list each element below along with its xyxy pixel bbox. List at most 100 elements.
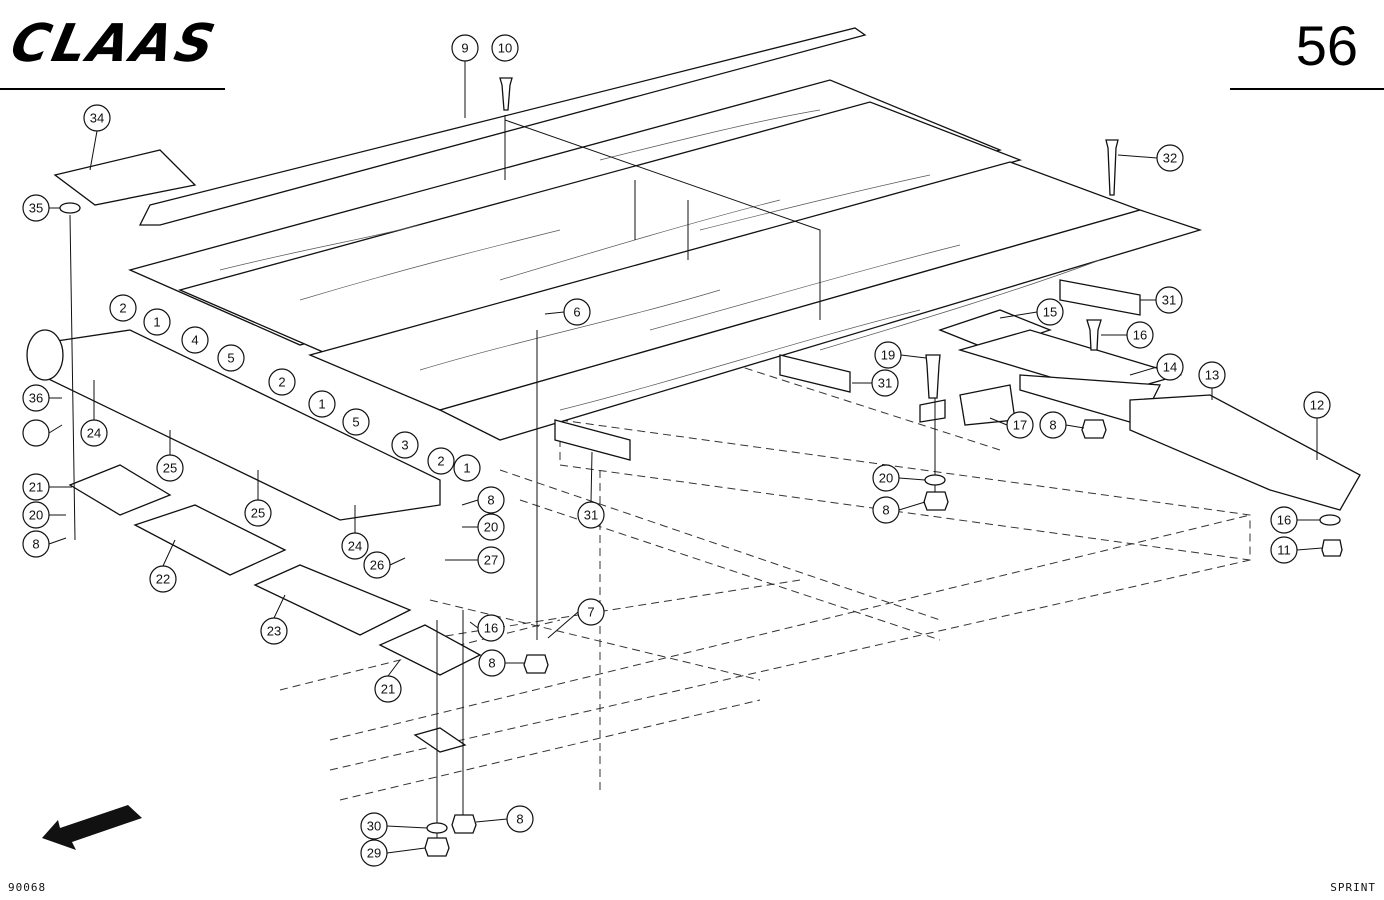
callout-21-b: 20 [22, 501, 66, 529]
header-rule-right [1230, 88, 1384, 90]
svg-text:19: 19 [881, 348, 895, 363]
svg-text:25: 25 [251, 506, 265, 521]
cover-strip-9 [138, 27, 867, 226]
callout-28: 27 [445, 546, 505, 574]
svg-text:11: 11 [1277, 543, 1291, 558]
svg-text:34: 34 [90, 111, 104, 126]
svg-text:2: 2 [278, 375, 285, 390]
left-side-brackets [26, 329, 482, 753]
callout-26-b: 25 [244, 470, 272, 527]
washer-17 [1319, 514, 1341, 526]
svg-text:8: 8 [1049, 418, 1056, 433]
plate-33 [53, 149, 197, 206]
bolt-20 [925, 354, 941, 399]
svg-text:25: 25 [163, 461, 177, 476]
svg-text:26: 26 [370, 558, 384, 573]
callout-29: 29 [360, 839, 426, 867]
callout-25-a: 24 [80, 380, 108, 447]
screw-10 [499, 77, 513, 111]
svg-text:6: 6 [573, 305, 580, 320]
bolt-16 [1086, 319, 1102, 351]
header-rule-left [0, 88, 225, 90]
screw-31 [1105, 139, 1119, 196]
beam-32-b [779, 354, 851, 393]
callout-8-b: 8 [872, 496, 926, 524]
callout-3: 3 [391, 431, 419, 459]
callout-8-e: 8 [478, 649, 524, 677]
svg-text:8: 8 [516, 812, 523, 827]
callout-1-a: 1 [143, 308, 171, 336]
nut-8-d [451, 814, 477, 834]
svg-text:1: 1 [463, 461, 470, 476]
svg-text:2: 2 [437, 454, 444, 469]
svg-text:5: 5 [227, 351, 234, 366]
beam-32-a [1059, 279, 1141, 316]
page-number: 56 [1295, 14, 1358, 77]
svg-text:9: 9 [461, 41, 468, 56]
svg-text:17: 17 [1013, 418, 1027, 433]
svg-text:13: 13 [1205, 368, 1219, 383]
svg-text:16: 16 [1277, 513, 1291, 528]
svg-text:31: 31 [878, 376, 892, 391]
chassis-frame [279, 359, 1251, 801]
svg-text:15: 15 [1043, 305, 1057, 320]
callout-1-c: 1 [453, 454, 481, 482]
svg-text:8: 8 [32, 537, 39, 552]
svg-text:35: 35 [29, 201, 43, 216]
callout-32-c: 31 [577, 451, 605, 529]
callout-27: 26 [363, 551, 406, 579]
svg-text:23: 23 [267, 624, 281, 639]
callout-13: 13 [1198, 361, 1226, 400]
svg-text:20: 20 [879, 471, 893, 486]
callout-20: 19 [874, 341, 927, 369]
svg-text:4: 4 [191, 333, 198, 348]
callout-17: 16 [1270, 506, 1320, 534]
svg-text:21: 21 [29, 480, 43, 495]
callout-33: 34 [83, 104, 111, 171]
callout-4: 4 [181, 326, 209, 354]
callout-16-b: 16 [469, 614, 505, 642]
callout-22-a: 21 [22, 473, 72, 501]
callout-25-b: 24 [341, 505, 369, 560]
svg-text:31: 31 [584, 508, 598, 523]
callout-12: 12 [1303, 391, 1331, 460]
callout-7: 7 [547, 598, 605, 639]
svg-text:30: 30 [367, 819, 381, 834]
callout-8-a: 8 [1039, 411, 1085, 439]
svg-text:32: 32 [1163, 151, 1177, 166]
callout-2-c: 2 [427, 447, 455, 475]
callout-21-c: 20 [462, 513, 505, 541]
callout-21-a: 20 [872, 464, 926, 492]
svg-text:12: 12 [1310, 398, 1324, 413]
callout-26-a: 25 [156, 430, 184, 482]
direction-arrow [42, 805, 142, 850]
floor-boards [128, 79, 1203, 441]
svg-text:14: 14 [1163, 360, 1177, 375]
callout-5-b: 5 [342, 408, 370, 436]
washer-30 [426, 822, 448, 834]
svg-text:31: 31 [1162, 293, 1176, 308]
callout-9: 9 [451, 34, 479, 118]
callout-19: 17 [989, 411, 1034, 439]
bolt-axis-left [69, 214, 76, 541]
right-side-brackets [919, 309, 1361, 511]
callout-15: 15 [999, 298, 1064, 326]
svg-text:21: 21 [381, 682, 395, 697]
svg-text:22: 22 [156, 572, 170, 587]
callout-32-b: 31 [852, 369, 899, 397]
callout-2-a: 2 [109, 294, 137, 322]
svg-text:16: 16 [484, 621, 498, 636]
svg-text:16: 16 [1133, 328, 1147, 343]
washer-21 [924, 474, 946, 486]
svg-text:36: 36 [29, 391, 43, 406]
callout-16-a: 16 [1101, 321, 1154, 349]
svg-text:8: 8 [487, 493, 494, 508]
callout-23: 22 [149, 539, 177, 593]
svg-text:27: 27 [484, 553, 498, 568]
callout-1-b: 1 [308, 390, 336, 418]
nut-8-a [1081, 419, 1107, 439]
svg-text:1: 1 [153, 315, 160, 330]
callout-11: 11 [1270, 536, 1323, 564]
svg-text:20: 20 [29, 508, 43, 523]
